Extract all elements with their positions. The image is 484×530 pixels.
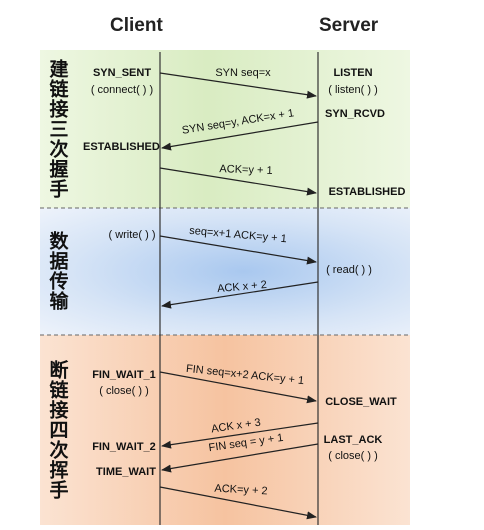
client-state-time-wait: TIME_WAIT	[96, 466, 156, 478]
server-state-close-wait: CLOSE_WAIT	[325, 396, 397, 408]
arrow-syn	[159, 72, 317, 99]
arrow-fin2	[161, 443, 319, 473]
teardown-label-text: 断链接四次挥手	[46, 360, 69, 500]
transfer-band	[40, 208, 410, 335]
arrow-ack-fin2	[159, 486, 317, 520]
client-state-fin-wait-1: FIN_WAIT_1	[92, 369, 156, 381]
arrow-ack-fin1	[161, 422, 319, 449]
client-state-fin-wait-2: FIN_WAIT_2	[92, 441, 156, 453]
client-fn-write: ( write( ) )	[108, 229, 156, 241]
server-state-syn-rcvd: SYN_RCVD	[325, 108, 385, 120]
arrow-fin1	[159, 371, 317, 404]
msg-ack1: ACK=y + 1	[219, 163, 273, 177]
server-fn-listen: ( listen( ) )	[328, 84, 378, 96]
handshake-label: 建链接三次握手	[40, 55, 76, 203]
server-header: Server	[319, 15, 379, 36]
arrow-data-ack	[161, 281, 319, 309]
client-fn-close: ( close( ) )	[99, 385, 149, 397]
client-fn-connect: ( connect( ) )	[90, 84, 154, 96]
teardown-band	[40, 335, 410, 525]
client-header: Client	[110, 15, 163, 36]
server-fn-close: ( close( ) )	[328, 450, 378, 462]
teardown-label: 断链接四次挥手	[40, 345, 76, 515]
arrow-ack1	[159, 167, 317, 196]
transfer-label-text: 数据传输	[46, 231, 69, 311]
handshake-label-text: 建链接三次握手	[46, 59, 69, 199]
handshake-band	[40, 50, 410, 208]
transfer-label: 数据传输	[40, 212, 76, 330]
arrow-syn-ack	[161, 121, 319, 151]
arrow-data	[159, 235, 317, 265]
server-state-last-ack: LAST_ACK	[323, 434, 383, 446]
server-state-established: ESTABLISHED	[328, 186, 406, 198]
server-state-listen: LISTEN	[333, 67, 373, 79]
client-state-established: ESTABLISHED	[83, 141, 160, 153]
msg-syn: SYN seq=x	[215, 67, 271, 79]
server-fn-read: ( read( ) )	[326, 264, 372, 276]
client-state-syn-sent: SYN_SENT	[92, 67, 152, 79]
